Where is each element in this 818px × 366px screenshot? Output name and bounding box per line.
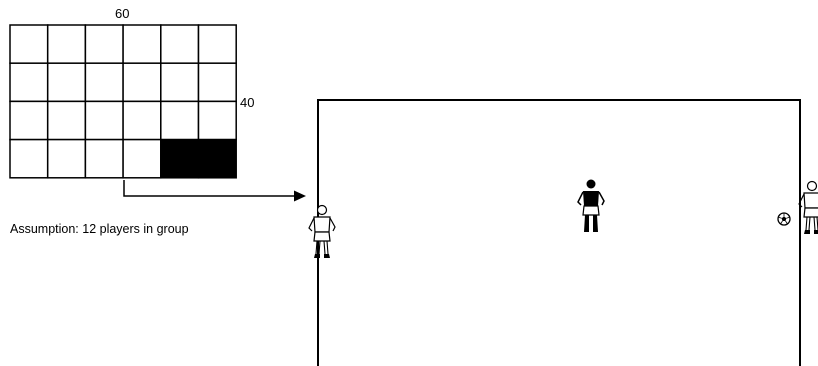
grid-cell-filled [161, 140, 199, 178]
arrow-line [124, 180, 300, 196]
grid-cell [85, 101, 123, 139]
grid-cell [123, 25, 161, 63]
grid-cell [48, 101, 86, 139]
grid-cell-filled [199, 140, 237, 178]
grid-cell [123, 140, 161, 178]
grid [10, 25, 236, 178]
grid-cell [48, 63, 86, 101]
soccer-ball-icon [778, 213, 790, 225]
grid-cell [123, 101, 161, 139]
grid-cell [85, 63, 123, 101]
grid-cell [85, 25, 123, 63]
grid-cell [10, 140, 48, 178]
grid-cell [85, 140, 123, 178]
grid-cell [10, 101, 48, 139]
grid-cell [199, 63, 237, 101]
grid-cell [161, 25, 199, 63]
player-black-center [578, 180, 604, 233]
grid-cell [123, 63, 161, 101]
grid-cell [199, 101, 237, 139]
grid-cell [199, 25, 237, 63]
arrowhead [294, 191, 306, 202]
grid-cell [48, 25, 86, 63]
arrow [124, 180, 306, 202]
playing-field [318, 100, 800, 366]
grid-cell [10, 63, 48, 101]
grid-cell [161, 63, 199, 101]
grid-cell [48, 140, 86, 178]
player-white-right [799, 182, 818, 235]
grid-cell [10, 25, 48, 63]
grid-cell [161, 101, 199, 139]
player-white-left [309, 206, 335, 259]
